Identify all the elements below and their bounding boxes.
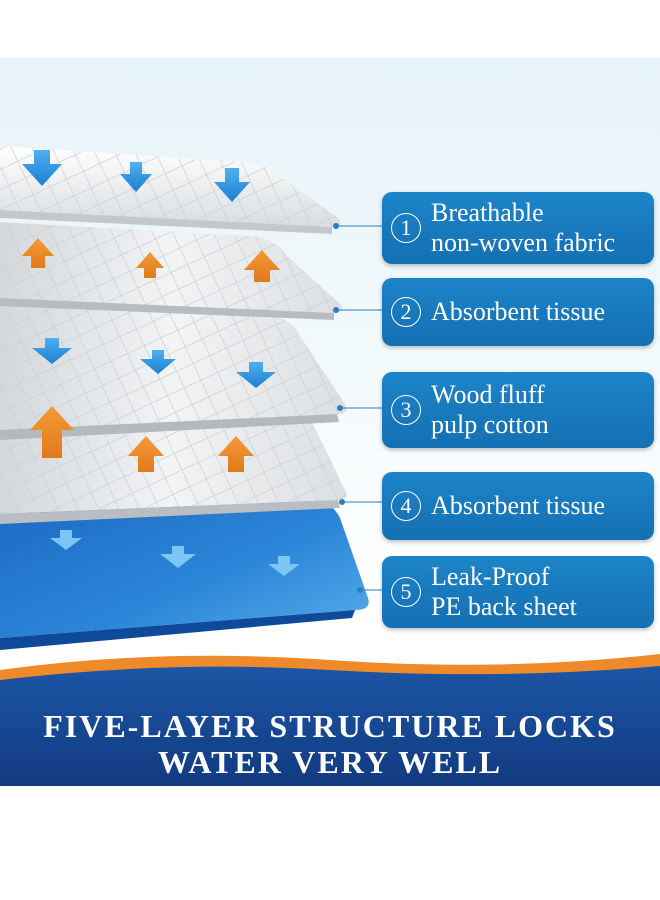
layer-3-sheet <box>0 298 347 440</box>
layer-1-sheet <box>0 146 341 234</box>
footer-wave-graphic <box>0 654 660 786</box>
headline-line1: FIVE-LAYER STRUCTURE LOCKS <box>43 708 617 744</box>
arrow-up-icon <box>128 436 164 472</box>
arrow-down-icon <box>50 530 82 550</box>
connector-lines <box>336 225 382 591</box>
arrow-down-icon <box>22 150 62 186</box>
arrow-down-icon <box>140 350 176 374</box>
layer-label-5-line2: PE back sheet <box>431 592 577 621</box>
layer-number-3: 3 <box>391 395 421 425</box>
layer-label-3-line2: pulp cotton <box>431 410 549 439</box>
layer-number-1: 1 <box>391 213 421 243</box>
arrow-down-icon <box>236 362 276 388</box>
arrow-up-icon <box>136 252 164 278</box>
layer-label-5: 5 Leak-Proof PE back sheet <box>382 556 654 628</box>
layer-label-3: 3 Wood fluff pulp cotton <box>382 372 654 448</box>
arrow-down-icon <box>160 546 196 568</box>
layer-label-3-line1: Wood fluff <box>431 380 545 409</box>
layer-label-4: 4 Absorbent tissue <box>382 472 654 540</box>
arrow-down-icon <box>214 168 250 202</box>
layer-number-5: 5 <box>391 577 421 607</box>
layer-label-1: 1 Breathable non-woven fabric <box>382 192 654 264</box>
layer-2-sheet <box>0 222 342 320</box>
arrow-up-icon <box>30 406 74 458</box>
layer-label-2-line1: Absorbent tissue <box>431 297 606 326</box>
headline-line2: WATER VERY WELL <box>157 744 503 780</box>
layer-label-4-line1: Absorbent tissue <box>431 491 606 520</box>
arrow-down-icon <box>32 338 72 364</box>
layer-label-2: 2 Absorbent tissue <box>382 278 654 346</box>
layer-label-1-line1: Breathable <box>431 198 544 227</box>
arrow-down-icon <box>120 162 152 192</box>
arrow-up-icon <box>244 250 280 282</box>
arrow-down-icon <box>268 556 300 576</box>
layer-number-4: 4 <box>391 491 421 521</box>
layer-stack-graphic <box>0 146 382 650</box>
arrow-up-icon <box>22 238 54 268</box>
layer-label-1-line2: non-woven fabric <box>431 228 616 257</box>
layer-label-5-line1: Leak-Proof <box>431 562 550 591</box>
footer-banner: FIVE-LAYER STRUCTURE LOCKS WATER VERY WE… <box>0 640 660 786</box>
arrow-up-icon <box>218 436 254 472</box>
product-illustration: 1 Breathable non-woven fabric 2 Absorben… <box>0 58 660 786</box>
layer-number-2: 2 <box>391 297 421 327</box>
